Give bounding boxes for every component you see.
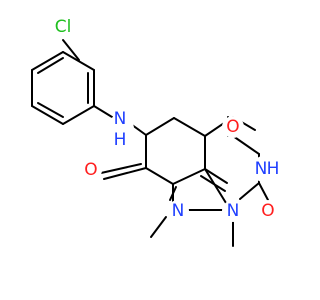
amide-nh-label-bg (106, 115, 134, 143)
molecule-structure: Cl N H O O O N H N N (31, 15, 280, 247)
bond-line (93, 105, 113, 118)
bond-line (62, 51, 95, 71)
amide-hydrogen-label: H (114, 130, 127, 150)
bond-line (31, 51, 64, 71)
bond-line (172, 168, 206, 185)
bond-line (62, 39, 80, 61)
bond-line (232, 135, 260, 155)
ring-hydrogen-label: H (267, 159, 280, 179)
bond-line (239, 182, 260, 200)
bond-line (103, 167, 147, 180)
pyridine-nitrogen-label-bg (167, 200, 189, 222)
methyl-nitrogen-label: N (227, 201, 240, 221)
amide-oxygen-label-bg (80, 159, 102, 181)
bond-line (37, 57, 64, 74)
ring-nitrogen-label: N (255, 159, 268, 179)
bond-line (169, 186, 177, 201)
amide-nitrogen-label: N (114, 109, 127, 129)
pyridine-nitrogen-label: N (172, 201, 185, 221)
bond-line (145, 167, 174, 185)
bond-line (204, 168, 228, 184)
bond-line (62, 105, 95, 125)
bond-line (31, 105, 64, 125)
molecule-canvas: Cl N H O O O N H N N (31, 15, 280, 247)
chlorine-label-bg (51, 15, 75, 39)
methyl-nitrogen-label-bg (222, 200, 244, 222)
chlorine-label: Cl (55, 17, 72, 37)
right-ketone-oxygen-label-bg (257, 200, 279, 222)
amide-oxygen-label: O (84, 160, 97, 180)
atom-labels: Cl N H O O O N H N N (51, 15, 280, 222)
top-ketone-oxygen-label: O (226, 117, 239, 137)
bond-line (100, 163, 142, 174)
top-ketone-oxygen-label-bg (222, 116, 244, 138)
bond-line (37, 102, 64, 118)
ring-nh-label-bg (252, 155, 280, 183)
bond-line (258, 182, 269, 201)
bond-line (145, 117, 175, 136)
bond-line (150, 216, 167, 238)
right-ketone-oxygen-label: O (261, 201, 274, 221)
bond-line (173, 117, 206, 137)
bond-line (204, 168, 227, 204)
